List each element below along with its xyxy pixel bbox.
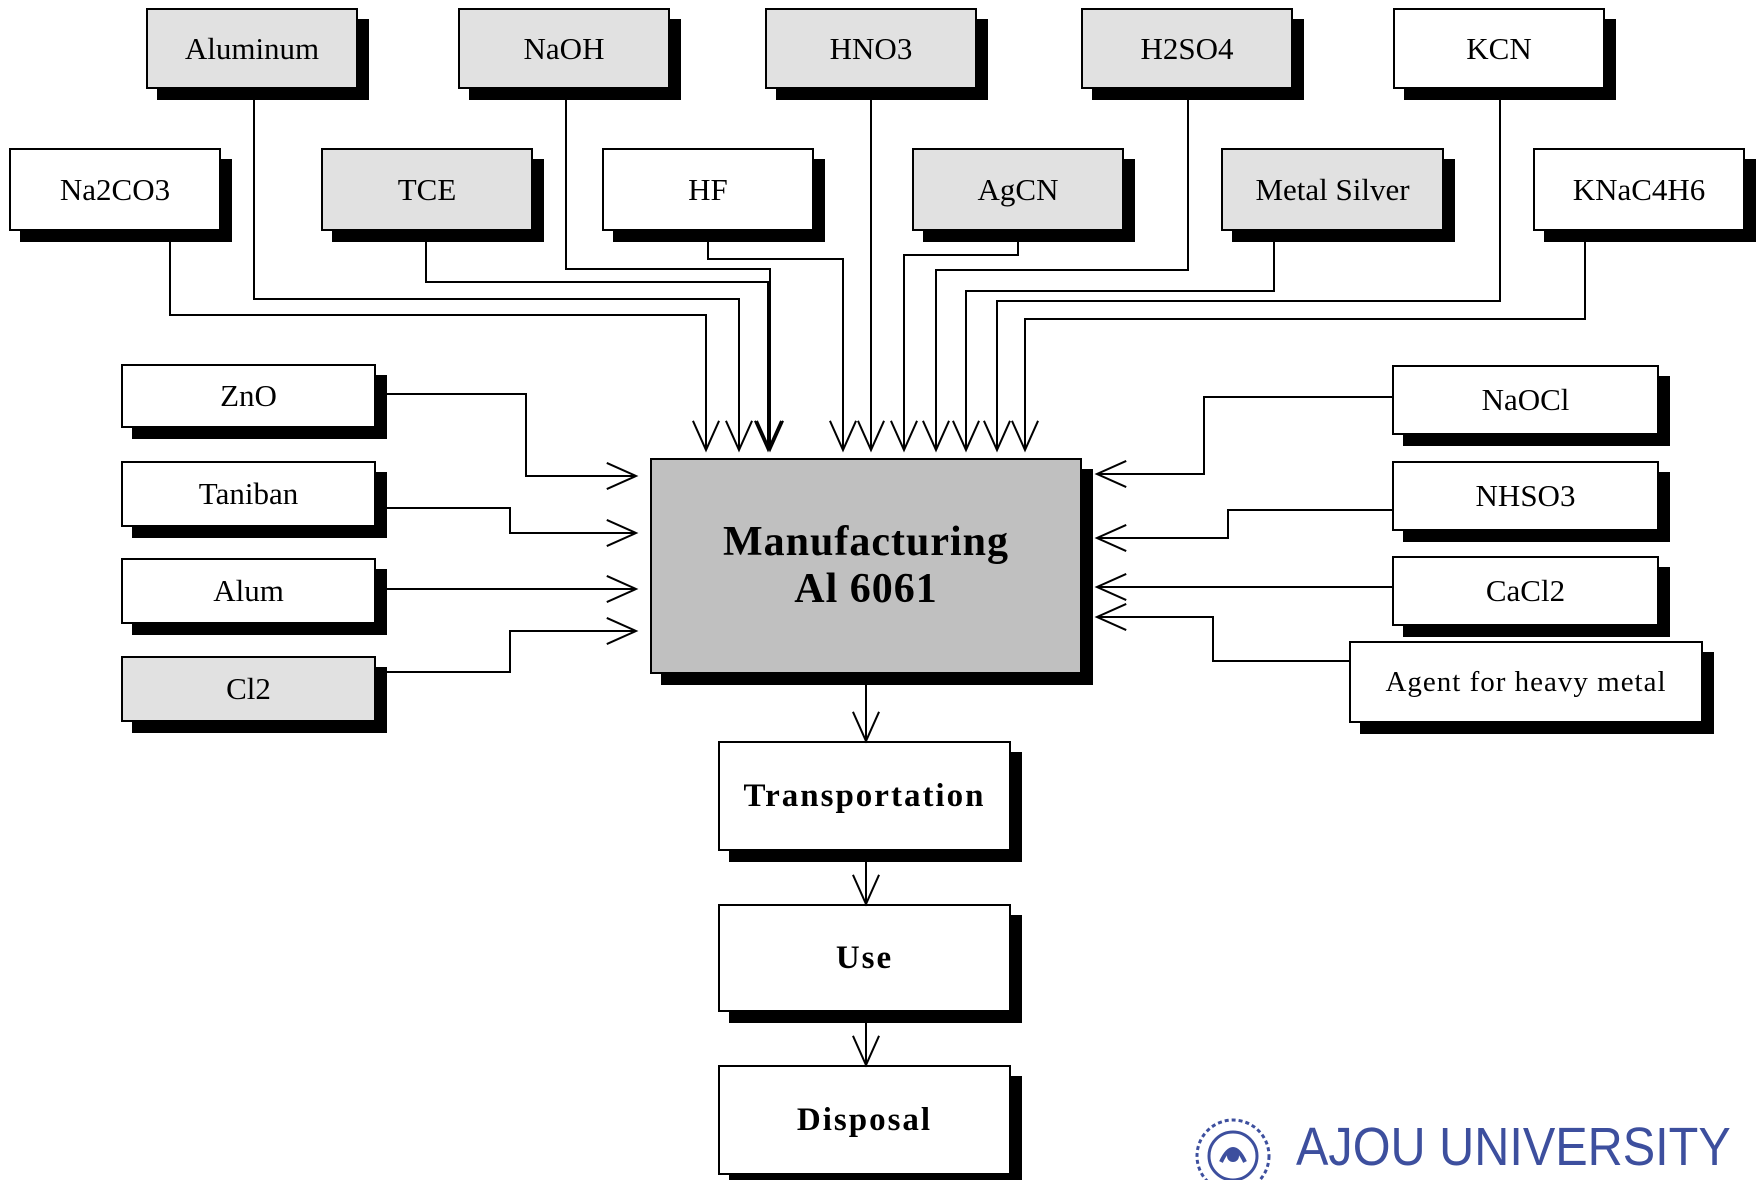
node-hno3: HNO3 [765,8,977,89]
arrowhead-cacl2 [1094,573,1127,601]
arrowhead-hf [829,420,857,453]
node-cacl2: CaCl2 [1392,556,1659,626]
arrowhead-kcn [983,420,1011,453]
arrowhead-to-disposal [852,1035,880,1068]
connector-knac4h6 [1024,231,1586,450]
node-agcn: AgCN [912,148,1124,231]
connector-aluminum [253,89,740,450]
arrowhead-na2co3 [692,420,720,453]
node-alum: Alum [121,558,376,624]
node-manufacturing: Manufacturing Al 6061 [650,458,1082,674]
arrowhead-nhso3 [1094,524,1127,552]
node-disposal: Disposal [718,1065,1011,1175]
arrowhead-naoh [756,420,784,453]
connector-metal-silver [965,231,1275,450]
connector-nhso3 [1097,509,1392,539]
connector-zno [376,393,636,477]
connector-agcn [903,231,1019,450]
node-naoh: NaOH [458,8,670,89]
connector-na2co3 [169,231,707,450]
arrowhead-zno [606,462,639,490]
arrowhead-metal-silver [952,420,980,453]
connector-tce [425,231,769,450]
arrowhead-taniban [606,519,639,547]
arrowhead-naocl [1094,460,1127,488]
connector-cl2 [376,630,636,673]
university-seal-icon [1195,1118,1271,1180]
node-nhso3: NHSO3 [1392,461,1659,531]
arrowhead-aluminum [725,420,753,453]
arrowhead-knac4h6 [1011,420,1039,453]
node-transportation: Transportation [718,741,1011,851]
node-na2co3: Na2CO3 [9,148,221,231]
arrowhead-to-use [852,874,880,907]
connector-naoh [565,89,771,450]
arrowhead-heavy-metal [1094,603,1127,631]
node-heavy-metal-agent: Agent for heavy metal [1349,641,1703,723]
node-h2so4: H2SO4 [1081,8,1293,89]
arrowhead-to-transportation [852,711,880,744]
university-logo: AJOU UNIVERSITY [1296,1117,1731,1177]
arrowhead-cl2 [606,617,639,645]
node-knac4h6: KNaC4H6 [1533,148,1745,231]
node-naocl: NaOCl [1392,365,1659,435]
node-zno: ZnO [121,364,376,428]
node-aluminum: Aluminum [146,8,358,89]
arrowhead-hno3 [857,420,885,453]
connector-kcn [996,89,1501,450]
node-tce: TCE [321,148,533,231]
node-use: Use [718,904,1011,1012]
node-metal-silver: Metal Silver [1221,148,1444,231]
node-cl2: Cl2 [121,656,376,722]
connector-h2so4 [935,89,1189,450]
connector-naocl [1097,396,1392,475]
arrowhead-h2so4 [922,420,950,453]
arrowhead-tce [754,420,782,453]
arrowhead-agcn [890,420,918,453]
node-hf: HF [602,148,814,231]
connector-hf [707,231,844,450]
connector-taniban [376,507,636,534]
node-kcn: KCN [1393,8,1605,89]
center-line-1: Manufacturing [723,518,1009,565]
connector-heavy-metal [1097,616,1349,662]
arrowhead-alum [606,575,639,603]
node-taniban: Taniban [121,461,376,527]
center-line-2: Al 6061 [794,566,938,612]
